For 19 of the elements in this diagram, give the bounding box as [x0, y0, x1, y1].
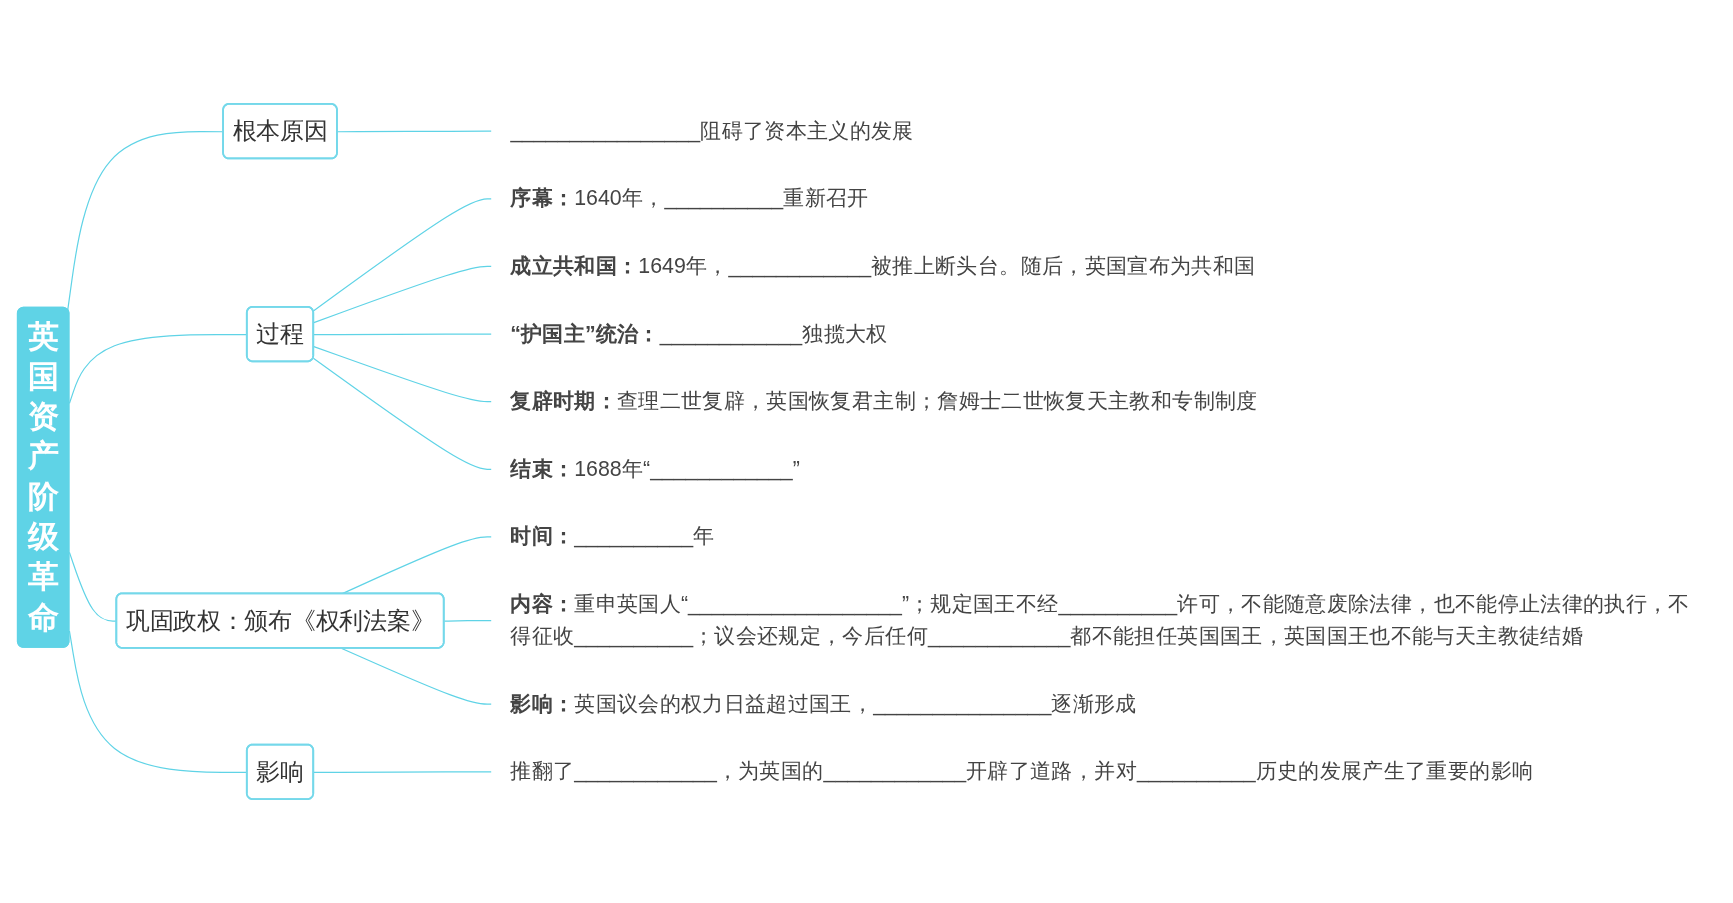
node-text: 序幕：1640年，__________重新召开	[510, 186, 869, 211]
node-text: ________________阻碍了资本主义的发展	[510, 118, 914, 143]
node-text: “护国主”统治：____________独揽大权	[510, 321, 888, 346]
node-text: 结束：1688年“____________”	[510, 456, 800, 481]
node-text: 内容：重申英国人“__________________”；规定国王不经__________许可，不能随意废除法律，也不能停止法律的执行，不得征收__________；议会还规定，今后任何____________都不能担任英国国王，英国国王也不能与天主教徒结婚	[510, 592, 1690, 648]
connector	[336, 130, 492, 133]
node-text: 复辟时期：查理二世复辟，英国恢复君主制；詹姆士二世恢复天主教和专制制度	[510, 389, 1258, 413]
connector	[313, 346, 492, 403]
connector	[312, 357, 492, 470]
connector	[443, 619, 492, 622]
connector	[313, 265, 492, 324]
connector	[341, 647, 492, 705]
connector	[313, 333, 492, 336]
connector	[313, 771, 492, 773]
node-text: 成立共和国：1649年，____________被推上断头台。随后，英国宣布为共和国	[510, 253, 1256, 278]
node-text: 推翻了____________，为英国的____________开辟了道路，并对__________历史的发展产生了重要的影响	[510, 759, 1534, 784]
node-text: 影响：英国议会的权力日益超过国王，_______________逐渐形成	[510, 691, 1137, 716]
node-text: 时间：__________年	[510, 524, 715, 549]
connector	[312, 198, 492, 312]
